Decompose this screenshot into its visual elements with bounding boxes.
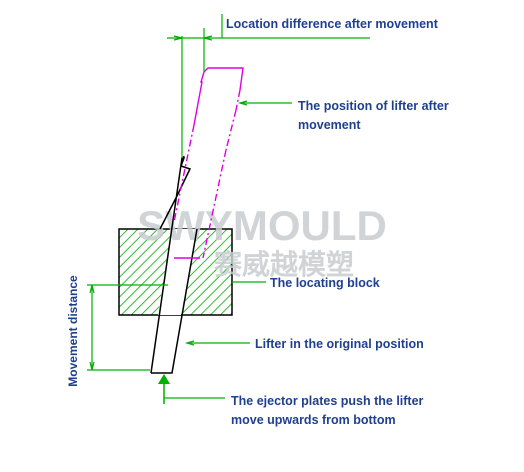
label-movement-distance: Movement distance [66, 275, 80, 387]
watermark-latin: SWYMOULD [137, 202, 387, 249]
lifter-slot [158, 229, 197, 315]
movement-distance-dimension [87, 284, 168, 371]
leader-lifter-original [184, 340, 250, 346]
label-lifter-after-line1: The position of lifter after [298, 99, 449, 113]
location-difference-dimension [167, 14, 370, 158]
label-locating-block: The locating block [270, 276, 380, 290]
label-lifter-original: Lifter in the original position [255, 337, 424, 351]
label-ejector-line2: move upwards from bottom [231, 413, 396, 427]
watermark-chinese: 赛威越模塑 [214, 248, 354, 281]
leader-lifter-after [237, 100, 292, 106]
label-location-difference: Location difference after movement [226, 17, 439, 31]
label-ejector-line1: The ejector plates push the lifter [231, 394, 424, 408]
push-arrow [158, 374, 225, 404]
label-lifter-after-line2: movement [298, 118, 361, 132]
